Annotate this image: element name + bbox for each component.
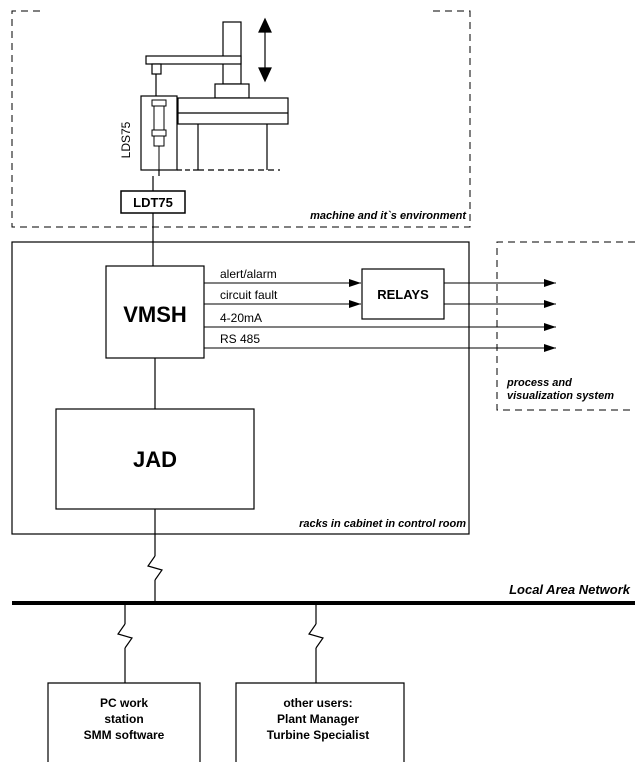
jad-label: JAD	[133, 447, 177, 472]
pc-lan-link	[117, 605, 133, 683]
process-region: process and visualization system	[496, 241, 635, 411]
jad-block: JAD	[55, 408, 255, 510]
signal-4-20ma: 4-20mA	[220, 311, 262, 325]
transmitter-label: LDT75	[133, 195, 173, 210]
signal-rs485: RS 485	[220, 332, 260, 346]
relays-label: RELAYS	[377, 287, 429, 302]
transmitter-ldt75: LDT75	[120, 176, 186, 214]
pc-label-1: PC work	[100, 696, 148, 710]
relays-block: RELAYS	[361, 268, 445, 320]
users-label-2: Plant Manager	[277, 712, 359, 726]
pc-workstation-block: PC work station SMM software	[47, 682, 201, 762]
users-lan-link	[308, 605, 324, 683]
users-label-1: other users:	[283, 696, 352, 710]
machine-region-label: machine and it`s environment	[310, 210, 467, 222]
pc-label-2: station	[104, 712, 143, 726]
lan-label: Local Area Network	[509, 582, 631, 597]
machine-drawing	[145, 17, 289, 171]
signal-labels: alert/alarm circuit fault 4-20mA RS 485	[220, 267, 278, 346]
vmsh-block: VMSH	[105, 265, 205, 359]
control-room-label: racks in cabinet in control room	[299, 518, 466, 530]
process-label-2: visualization system	[507, 390, 614, 402]
signal-circuit-fault: circuit fault	[220, 288, 278, 302]
sensor-label: LDS75	[119, 121, 133, 158]
signal-alert: alert/alarm	[220, 267, 277, 281]
vmsh-label: VMSH	[123, 302, 187, 327]
jad-lan-link	[147, 509, 163, 602]
other-users-block: other users: Plant Manager Turbine Speci…	[235, 682, 405, 762]
machine-region: machine and it`s environment	[11, 10, 471, 228]
control-room-region: racks in cabinet in control room	[11, 241, 470, 535]
users-label-3: Turbine Specialist	[267, 728, 369, 742]
lan-bus: Local Area Network	[12, 582, 635, 605]
sensor-lds75: LDS75	[119, 95, 198, 176]
pc-label-3: SMM software	[84, 728, 165, 742]
process-label-1: process and	[506, 377, 572, 389]
